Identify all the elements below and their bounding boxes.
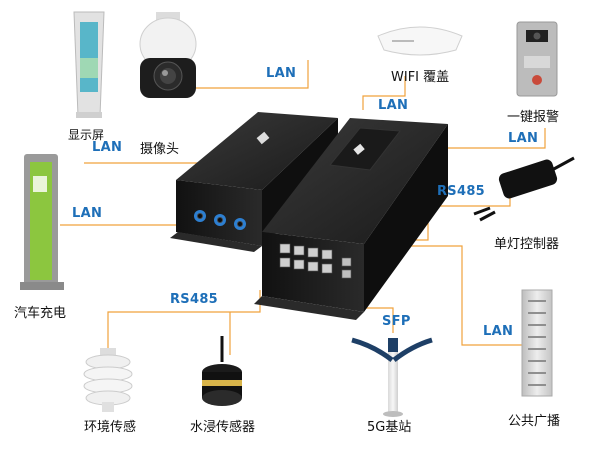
line-broadcast [400,245,540,346]
device-label-broadcast: 公共广播 [508,414,561,429]
device-label-ev-charger: 汽车充电 [14,306,67,321]
water-sensor-icon [202,336,242,406]
link-tag-alarm: LAN [508,131,539,146]
camera-icon [139,12,197,98]
line-camera [181,60,309,89]
env-sensor-icon [83,348,133,412]
alarm-panel-icon [516,21,558,97]
ethernet-ports [279,243,352,279]
device-label-alarm: 一键报警 [507,110,560,125]
wifi-ap-icon [377,26,463,56]
device-label-display: 显示屏 [68,128,105,142]
display-icon [73,11,105,118]
broadcast-speaker-icon [521,289,553,397]
base-station-icon [351,337,433,417]
link-tag-lamp-controller: RS485 [437,184,486,199]
link-tag-wifi: LAN [378,98,409,113]
link-tag-base-station: SFP [382,314,411,329]
device-label-base-station: 5G基站 [367,420,412,435]
device-label-lamp-controller: 单灯控制器 [494,237,560,252]
device-label-water-sensor: 水浸传感器 [190,420,256,435]
link-tag-broadcast: LAN [483,324,514,339]
link-tag-camera: LAN [266,66,297,81]
device-label-wifi: WIFI 覆盖 [391,70,450,85]
link-tag-sensors: RS485 [170,292,219,307]
line-wifi [362,76,406,110]
ev-charger-icon [20,154,64,290]
edge-gateway-right [254,118,448,320]
line-display [84,162,201,172]
link-tag-display: LAN [92,140,123,155]
line-alarm [444,128,546,149]
device-label-camera: 摄像头 [140,142,180,157]
lamp-controller-icon [473,156,575,222]
device-label-env-sensor: 环境传感 [84,420,137,435]
link-tag-ev-charger: LAN [72,206,103,221]
